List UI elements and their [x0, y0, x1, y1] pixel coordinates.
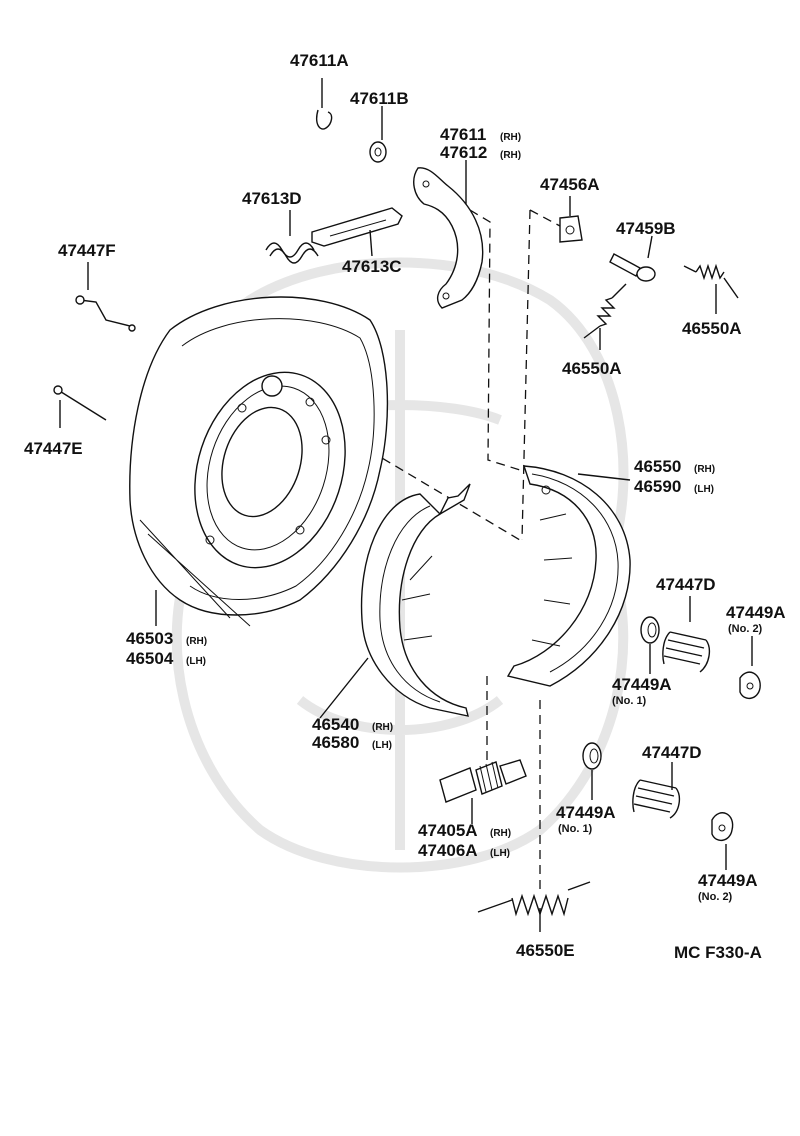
label-46550-side: (RH)	[694, 464, 715, 475]
spring-46550e	[477, 881, 591, 932]
label-46590-side: (LH)	[694, 484, 714, 495]
clip-47449a-no2-bottom	[711, 812, 734, 870]
assembly-guide-lines	[317, 209, 561, 890]
washer-47611b	[369, 106, 387, 163]
pin-47447f	[75, 262, 136, 332]
label-47456a: 47456A	[540, 175, 600, 194]
label-46504-side: (LH)	[186, 656, 206, 667]
label-47611a: 47611A	[290, 51, 349, 70]
note-47449a-no1-top: (No. 1)	[612, 695, 647, 707]
label-47449a-no1-bottom: 47449A	[556, 803, 616, 822]
label-46503-side: (RH)	[186, 636, 207, 647]
clip-47611a	[316, 78, 333, 130]
label-46540-side: (RH)	[372, 722, 393, 733]
cup-47449a-no1-bottom	[582, 742, 602, 800]
label-47459b: 47459B	[616, 219, 676, 238]
label-46550e: 46550E	[516, 941, 575, 960]
label-47405a-side: (RH)	[490, 828, 511, 839]
cup-47449a-no1-top	[640, 616, 660, 674]
label-47447d-bottom: 47447D	[642, 743, 702, 762]
clip-47449a-no2-top	[739, 636, 761, 699]
spring-46550a-right	[683, 263, 739, 314]
label-47611: 47611	[440, 125, 486, 144]
spring-47447d-top	[662, 596, 711, 673]
brake-shoe-46550	[506, 465, 631, 687]
label-46580-side: (LH)	[372, 740, 392, 751]
label-47449a-no1-top: 47449A	[612, 675, 672, 694]
label-46550a-right: 46550A	[682, 319, 742, 338]
label-47612-side: (RH)	[500, 150, 521, 161]
spring-47447d-bottom	[632, 762, 681, 819]
label-47449a-no2-top: 47449A	[726, 603, 786, 622]
label-47406a-side: (LH)	[490, 848, 510, 859]
pin-47447e	[53, 385, 107, 428]
label-46540: 46540	[312, 715, 359, 734]
label-46550: 46550	[634, 457, 681, 476]
label-46503: 46503	[126, 629, 173, 648]
label-47447e: 47447E	[24, 439, 83, 458]
label-47613d: 47613D	[242, 189, 302, 208]
label-46580: 46580	[312, 733, 359, 752]
retainer-47456a	[559, 196, 583, 243]
label-47447d-top: 47447D	[656, 575, 716, 594]
label-46590: 46590	[634, 477, 681, 496]
bolt-47459b	[609, 235, 656, 282]
label-47612: 47612	[440, 143, 487, 162]
label-46550a-left: 46550A	[562, 359, 622, 378]
figure-code: MC F330-A	[674, 943, 762, 962]
label-47611b: 47611B	[350, 89, 409, 108]
label-47611-side: (RH)	[500, 132, 521, 143]
note-47449a-no2-bottom: (No. 2)	[698, 891, 733, 903]
strut-47613c	[311, 207, 403, 257]
spring-47613d	[265, 210, 319, 264]
label-47613c: 47613C	[342, 257, 402, 276]
spring-46550a-left	[583, 283, 627, 350]
note-47449a-no1-bottom: (No. 1)	[558, 823, 593, 835]
label-47405a: 47405A	[418, 821, 478, 840]
backing-plate-46503	[129, 296, 389, 627]
label-47406a: 47406A	[418, 841, 478, 860]
note-47449a-no2-top: (No. 2)	[728, 623, 763, 635]
label-47447f: 47447F	[58, 241, 116, 260]
label-47449a-no2-bottom: 47449A	[698, 871, 758, 890]
lever-47611	[413, 160, 484, 309]
label-46504: 46504	[126, 649, 174, 668]
part-labels: 47611A 47611B 47611 (RH) 47612 (RH) 4761…	[24, 51, 786, 962]
brake-shoe-46540	[319, 483, 471, 719]
adjuster-47405a	[439, 759, 527, 824]
